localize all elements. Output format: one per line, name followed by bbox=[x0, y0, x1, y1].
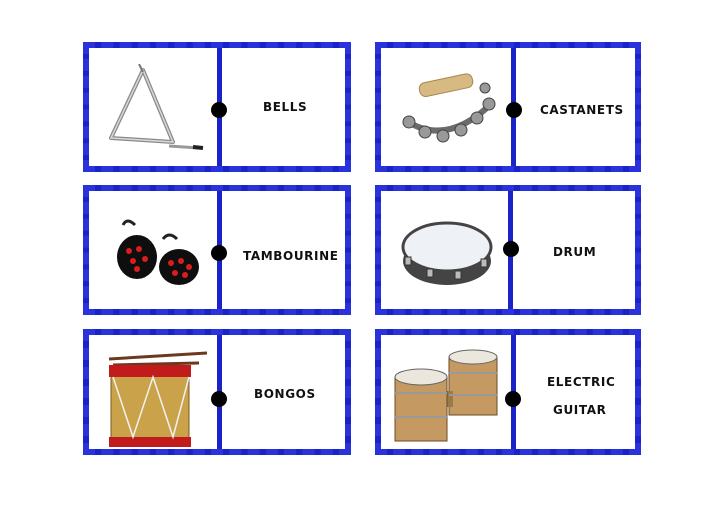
snare-drum-icon bbox=[108, 351, 208, 447]
frame-drum-icon bbox=[401, 221, 493, 285]
connector-dot bbox=[211, 391, 227, 407]
castanets-icon bbox=[117, 219, 199, 285]
card-word: TAMBOURINE bbox=[243, 249, 339, 263]
card-word: ELECTRIC bbox=[547, 375, 616, 389]
domino-card-6: ELECTRIC GUITAR bbox=[375, 329, 641, 455]
domino-card-3: TAMBOURINE bbox=[83, 185, 351, 315]
card-word: BONGOS bbox=[254, 387, 316, 401]
domino-card-4: DRUM bbox=[375, 185, 641, 315]
connector-dot bbox=[211, 245, 227, 261]
card-word: DRUM bbox=[553, 245, 597, 259]
domino-card-2: CASTANETS bbox=[375, 42, 641, 172]
connector-dot bbox=[505, 391, 521, 407]
triangle-icon bbox=[109, 64, 204, 150]
card-word: CASTANETS bbox=[540, 103, 624, 117]
bongos-icon bbox=[394, 349, 498, 442]
card-word: GUITAR bbox=[553, 403, 607, 417]
connector-dot bbox=[503, 241, 519, 257]
connector-dot bbox=[506, 102, 522, 118]
domino-card-5: BONGOS bbox=[83, 329, 351, 455]
domino-card-1: BELLS bbox=[83, 42, 351, 172]
card-word: BELLS bbox=[263, 100, 308, 114]
connector-dot bbox=[211, 102, 227, 118]
tambourine-icon bbox=[402, 73, 496, 143]
